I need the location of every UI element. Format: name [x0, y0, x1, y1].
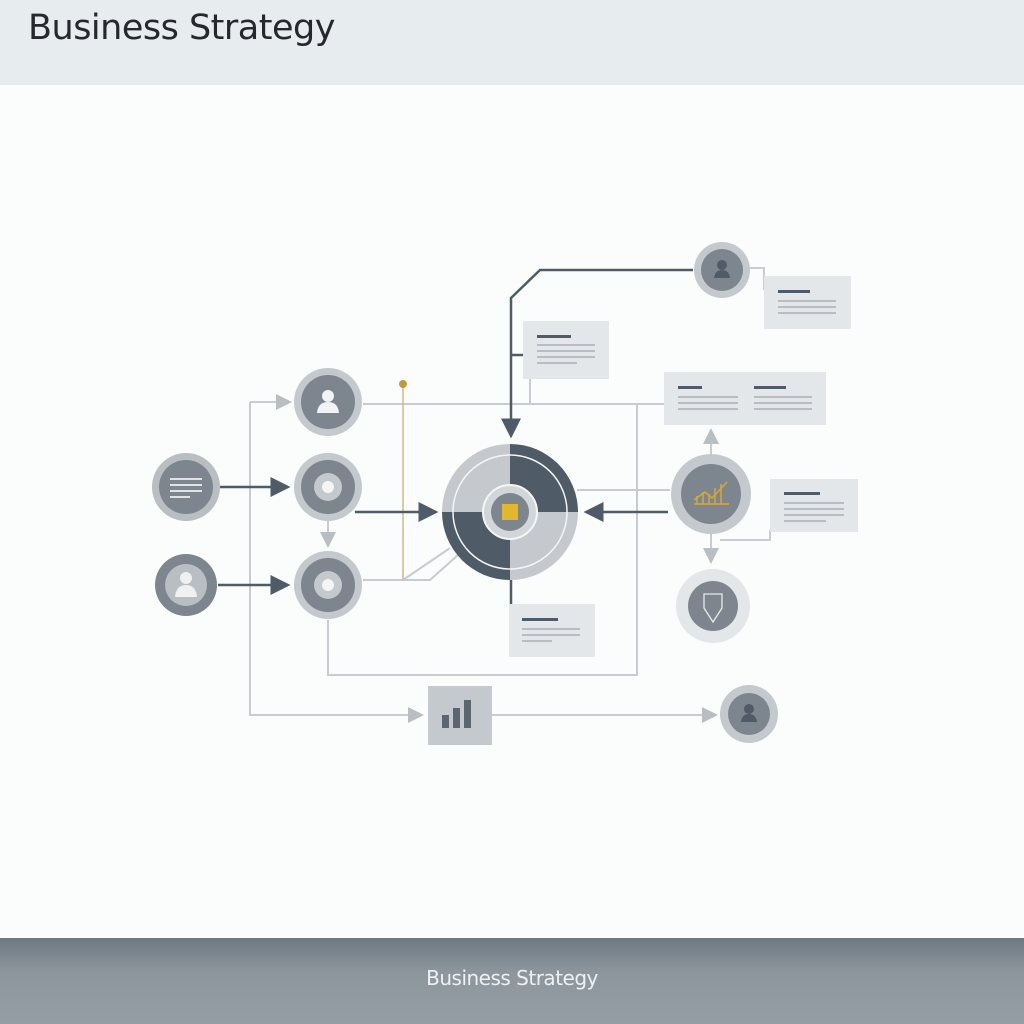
connector-loop	[327, 404, 638, 676]
document-node[interactable]	[152, 453, 220, 521]
document-icon	[170, 478, 202, 498]
person-icon	[317, 390, 339, 413]
target-node-2[interactable]	[294, 551, 362, 619]
growth-chart-node[interactable]	[671, 454, 751, 534]
connector-diagonal-2	[402, 547, 451, 581]
person-node[interactable]	[294, 368, 362, 436]
note-box-right	[770, 479, 858, 532]
central-hub[interactable]	[442, 444, 578, 580]
note-box-upper	[523, 321, 609, 379]
page-title: Business Strategy	[28, 8, 335, 48]
connector-side-box	[720, 530, 771, 541]
person-icon	[175, 572, 197, 597]
connector-top-box	[750, 267, 765, 290]
connector-to-bar-chart	[249, 402, 424, 723]
connector-diagonal	[363, 554, 459, 581]
target-icon	[322, 481, 334, 493]
bar-chart-node[interactable]	[428, 686, 492, 745]
core-square-icon	[502, 504, 518, 520]
target-node-1[interactable]	[294, 453, 362, 521]
note-box-top-right	[764, 276, 851, 329]
footer	[0, 938, 1024, 1024]
person-node-left[interactable]	[155, 554, 217, 616]
header: Business Strategy	[0, 0, 1024, 85]
output-person-node[interactable]	[720, 685, 778, 743]
light-connectors	[249, 267, 771, 723]
note-box-bottom	[509, 604, 595, 657]
top-person-node[interactable]	[694, 242, 750, 298]
target-icon	[322, 579, 334, 591]
pin-marker	[399, 380, 407, 388]
note-box-wide	[664, 372, 826, 425]
dark-connectors	[218, 268, 693, 604]
growth-chart-icon	[693, 481, 729, 505]
idea-node[interactable]	[676, 569, 750, 643]
person-icon	[741, 704, 757, 722]
connector-top-person-to-hub	[501, 268, 693, 439]
footer-caption: Business Strategy	[426, 966, 598, 990]
lightbulb-icon	[703, 593, 723, 624]
person-icon	[714, 260, 730, 278]
bar-chart-icon	[442, 700, 471, 728]
